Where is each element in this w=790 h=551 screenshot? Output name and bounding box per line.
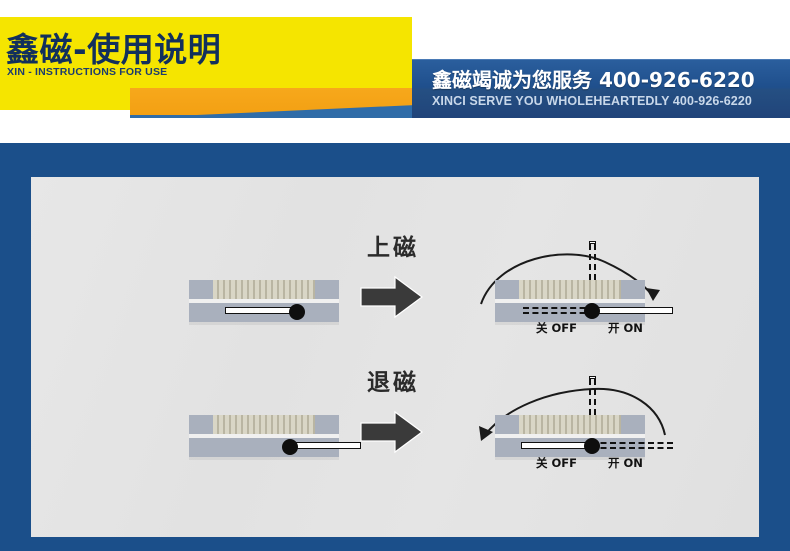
- label-off: 关 OFF: [536, 321, 577, 335]
- lever-knob[interactable]: [282, 439, 298, 455]
- lever-rod[interactable]: [225, 307, 297, 314]
- yellow-header-block: [0, 17, 412, 89]
- label-off: 关 OFF: [536, 456, 577, 470]
- contact-banner-en: XINCI SERVE YOU WHOLEHEARTEDLY 400-926-6…: [432, 94, 752, 108]
- device-hatch-pattern: [519, 280, 621, 299]
- device-top-body: [189, 280, 339, 299]
- device-hatch-pattern: [213, 415, 315, 434]
- page-header: 鑫磁-使用说明 XIN - INSTRUCTIONS FOR USE 鑫磁竭诚为…: [0, 0, 790, 140]
- device-gap: [495, 434, 645, 438]
- device-shadow: [189, 322, 339, 325]
- device-top-body: [189, 415, 339, 434]
- instruction-row-demagnetize: 退磁: [31, 367, 759, 497]
- lever-rod[interactable]: [289, 442, 361, 449]
- device-gap: [189, 434, 339, 438]
- device-top-body: [495, 415, 645, 434]
- label-on: 开 ON: [608, 456, 643, 470]
- contact-banner-cn: 鑫磁竭诚为您服务 400-926-6220: [432, 68, 755, 92]
- page-subtitle: XIN - INSTRUCTIONS FOR USE: [7, 66, 168, 78]
- page-title: 鑫磁-使用说明: [6, 30, 222, 69]
- step-label-magnetize: 上磁: [367, 235, 419, 261]
- device-before-magnetize: [189, 280, 339, 326]
- lever-pivot-knob[interactable]: [584, 303, 600, 319]
- instruction-row-magnetize: 上磁: [31, 232, 759, 362]
- device-before-demagnetize: [189, 415, 361, 461]
- device-hatch-pattern: [213, 280, 315, 299]
- lever-rod-ghost-off: [523, 307, 595, 314]
- device-after-demagnetize-group: 关 OFF 开 ON: [463, 367, 713, 492]
- flow-arrow-icon: [360, 275, 424, 319]
- contact-banner: 鑫磁竭诚为您服务 400-926-6220 XINCI SERVE YOU WH…: [412, 59, 790, 118]
- lever-pivot-knob[interactable]: [584, 438, 600, 454]
- lever-knob[interactable]: [289, 304, 305, 320]
- step-label-demagnetize: 退磁: [367, 370, 419, 396]
- lever-rod-on[interactable]: [591, 307, 673, 314]
- post-cap: [589, 241, 596, 244]
- flow-arrow-icon: [360, 410, 424, 454]
- device-gap: [189, 299, 339, 303]
- lever-post-dashed: [589, 244, 596, 310]
- instruction-panel: 上磁: [31, 177, 759, 537]
- lever-post-dashed: [589, 379, 596, 445]
- device-after-magnetize-group: 关 OFF 开 ON: [463, 232, 713, 357]
- device-shadow: [495, 322, 645, 325]
- device-shadow: [189, 457, 339, 460]
- device-shadow: [495, 457, 645, 460]
- lever-rod-ghost-on: [591, 442, 673, 449]
- label-on: 开 ON: [608, 321, 643, 335]
- post-cap: [589, 376, 596, 379]
- device-top-body: [495, 280, 645, 299]
- device-gap: [495, 299, 645, 303]
- device-hatch-pattern: [519, 415, 621, 434]
- rotation-arc-icon: [479, 387, 666, 441]
